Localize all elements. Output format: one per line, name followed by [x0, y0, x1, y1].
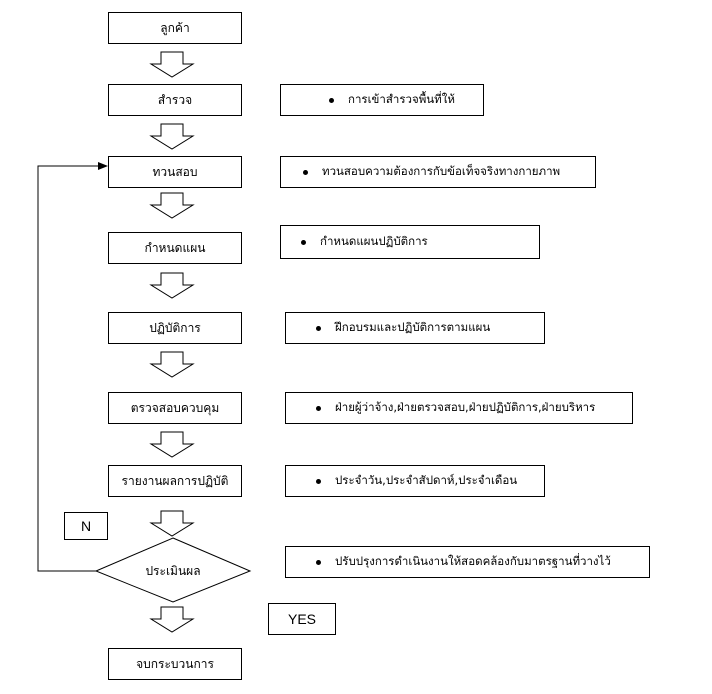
flow-arrow-1 [149, 51, 195, 78]
note-inspect: ฝ่ายผู้ว่าจ้าง,ฝ่ายตรวจสอบ,ฝ่ายปฏิบัติกา… [285, 392, 633, 424]
decision-label: ประเมินผล [145, 564, 201, 578]
note-report: ประจำวัน,ประจำสัปดาห์,ประจำเดือน [285, 465, 545, 497]
step-report: รายงานผลการปฏิบัติ [108, 465, 242, 497]
loop-back-arrowhead [98, 162, 108, 170]
note-evaluate: ปรับปรุงการดำเนินงานให้สอดคล้องกับมาตรฐา… [285, 546, 650, 578]
bullet-icon [316, 478, 321, 484]
note-text: กำหนดแผนปฏิบัติการ [320, 234, 428, 248]
flow-arrow-2 [149, 123, 195, 150]
step-end: จบกระบวนการ [108, 648, 242, 680]
flow-arrow-7 [149, 510, 195, 537]
step-operate: ปฏิบัติการ [108, 312, 242, 344]
bullet-icon [303, 169, 308, 175]
bullet-icon [316, 325, 321, 331]
note-text: ฝ่ายผู้ว่าจ้าง,ฝ่ายตรวจสอบ,ฝ่ายปฏิบัติกา… [335, 400, 596, 414]
flow-arrow-6 [149, 431, 195, 458]
note-text: ฝึกอบรมและปฏิบัติการตามแผน [335, 320, 491, 334]
flow-arrow-3 [149, 192, 195, 219]
no-label: N [64, 512, 108, 540]
note-review: ทวนสอบความต้องการกับข้อเท็จจริงทางกายภาพ [280, 156, 596, 188]
loop-back-line [37, 165, 100, 572]
note-operate: ฝึกอบรมและปฏิบัติการตามแผน [285, 312, 545, 344]
note-text: การเข้าสำรวจพื้นที่ให้ [348, 92, 455, 106]
flow-arrow-4 [149, 272, 195, 299]
step-review: ทวนสอบ [108, 156, 242, 188]
step-customer: ลูกค้า [108, 12, 242, 44]
bullet-icon [316, 559, 321, 565]
flow-arrow-5 [149, 351, 195, 378]
flow-arrow-8 [149, 606, 195, 633]
note-text: ปรับปรุงการดำเนินงานให้สอดคล้องกับมาตรฐา… [335, 554, 611, 568]
note-survey: การเข้าสำรวจพื้นที่ให้ [280, 84, 484, 116]
decision-diamond [94, 537, 252, 603]
step-survey: สำรวจ [108, 84, 242, 116]
bullet-icon [329, 97, 334, 103]
bullet-icon [301, 239, 306, 245]
note-plan: กำหนดแผนปฏิบัติการ [280, 225, 540, 259]
bullet-icon [316, 405, 321, 411]
yes-label: YES [268, 603, 336, 635]
note-text: ทวนสอบความต้องการกับข้อเท็จจริงทางกายภาพ [322, 164, 561, 178]
note-text: ประจำวัน,ประจำสัปดาห์,ประจำเดือน [335, 473, 518, 487]
step-plan: กำหนดแผน [108, 232, 242, 264]
step-inspect: ตรวจสอบควบคุม [108, 392, 242, 424]
